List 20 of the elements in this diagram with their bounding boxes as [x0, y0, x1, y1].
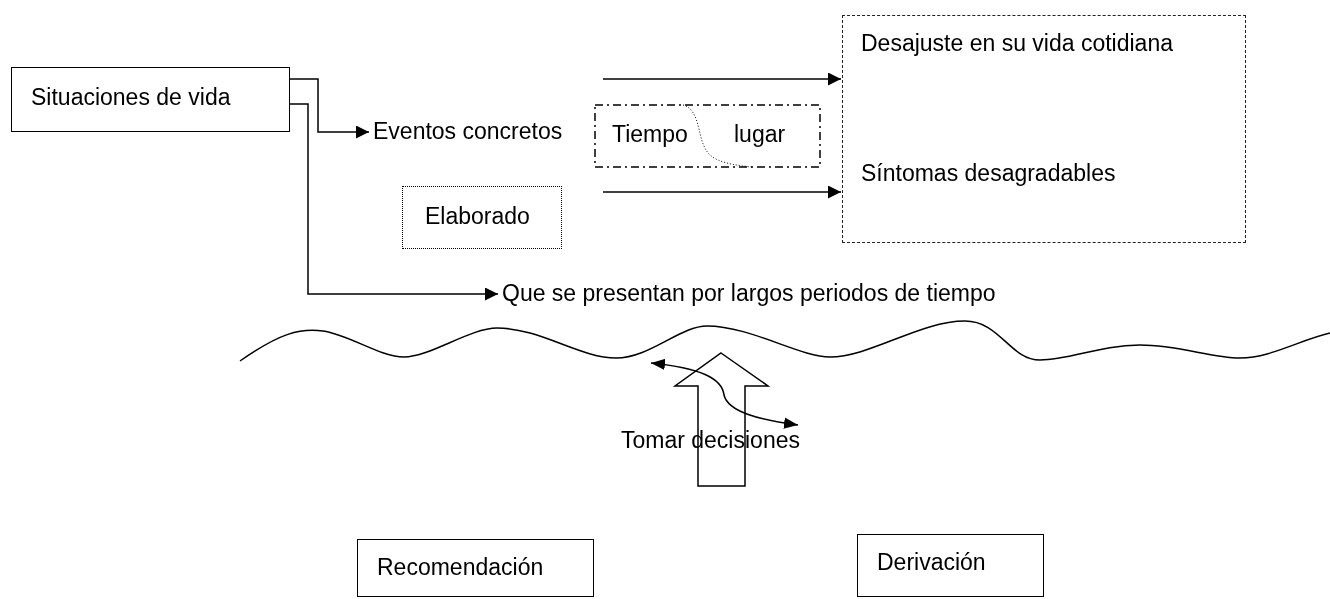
process-box [857, 534, 1044, 597]
node-text: Que se presentan por largos periodos de tiempo [502, 280, 996, 308]
node-text: Recomendación [377, 554, 544, 582]
node-text: Situaciones de vida [31, 84, 231, 112]
node-text: Elaborado [425, 203, 530, 231]
dashed-box [842, 15, 1246, 243]
dotted-box [402, 186, 562, 249]
process-box [357, 539, 594, 597]
node-text: Síntomas desagradables [861, 160, 1116, 188]
node-text: Eventos concretos [373, 118, 563, 146]
node-text: Desajuste en su vida cotidiana [861, 30, 1173, 58]
arrow [289, 78, 370, 139]
arrow [602, 185, 842, 199]
arrow [289, 103, 499, 301]
node-text: Derivación [877, 549, 986, 577]
node-text: lugar [734, 121, 786, 149]
node-text: Tiempo [612, 121, 688, 149]
dash-dot-box [594, 104, 821, 168]
arrow [602, 72, 842, 86]
process-box [11, 67, 290, 132]
